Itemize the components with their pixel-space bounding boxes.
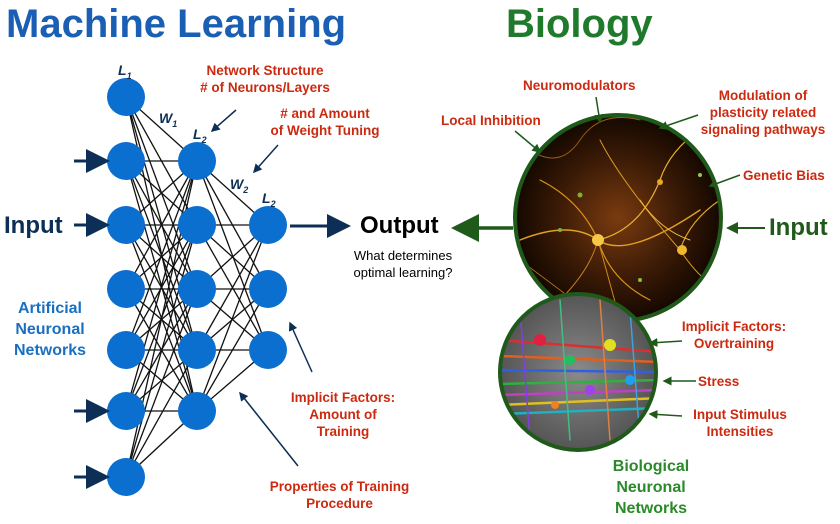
network-nodes — [107, 78, 287, 496]
pointer-implicit-factors — [288, 321, 313, 373]
network-edge — [196, 288, 269, 412]
neuron-node-layer-1 — [107, 331, 145, 369]
pointer-network-structure — [210, 109, 237, 132]
network-edge — [125, 160, 198, 351]
pointer-neuromodulators — [594, 96, 604, 124]
layer-label-3: L2 — [262, 190, 276, 209]
network-edge — [125, 160, 198, 412]
output-label: Output — [360, 212, 439, 239]
weight-label-1: W1 — [159, 110, 178, 129]
network-edge — [196, 160, 269, 351]
ml-input-label: Input — [4, 212, 63, 239]
neuron-node-layer-1 — [107, 458, 145, 496]
overtraining-note: Implicit Factors:Overtraining — [681, 319, 787, 351]
pointer-weight-tuning — [253, 144, 279, 174]
neuron-node-layer-1 — [107, 78, 145, 116]
neuron-node-layer-2 — [178, 331, 216, 369]
weight-label-2: W2 — [230, 176, 249, 195]
neuron-image-bottom — [498, 292, 658, 452]
biology-title: Biology — [506, 2, 653, 46]
layer-label-2: L2 — [193, 126, 207, 145]
neuron-node-layer-3 — [249, 270, 287, 308]
network-edge — [125, 288, 198, 478]
network-edge — [125, 160, 198, 290]
pointer-stimulus — [648, 409, 683, 419]
local-inhibition-note: Local Inhibition — [441, 113, 541, 128]
genetic-bias-note: Genetic Bias — [743, 168, 825, 183]
stress-note: Stress — [698, 374, 740, 389]
network-edge — [125, 224, 198, 478]
neuron-node-layer-2 — [178, 270, 216, 308]
network-edge — [125, 349, 198, 478]
neuron-node-layer-1 — [107, 270, 145, 308]
neuron-image-top — [513, 113, 723, 323]
neuron-node-layer-1 — [107, 206, 145, 244]
neuron-node-layer-2 — [178, 392, 216, 430]
network-edge — [196, 224, 269, 412]
network-structure-note: Network Structure# of Neurons/Layers — [200, 63, 330, 95]
neuron-node-layer-3 — [249, 206, 287, 244]
neuron-node-layer-3 — [249, 331, 287, 369]
pointer-genetic-bias — [708, 174, 741, 188]
bio-input-label: Input — [769, 214, 828, 241]
pointer-local-inhibition — [514, 130, 542, 153]
neuromodulators-note: Neuromodulators — [523, 78, 636, 93]
neuron-node-layer-1 — [107, 142, 145, 180]
ml-title: Machine Learning — [6, 2, 347, 46]
pointer-plasticity — [658, 114, 699, 130]
network-edge — [196, 224, 269, 351]
network-edge — [125, 96, 198, 351]
neuron-node-layer-2 — [178, 206, 216, 244]
neuron-node-layer-1 — [107, 392, 145, 430]
pointer-overtraining — [648, 338, 683, 348]
neuron-node-layer-2 — [178, 142, 216, 180]
layer-label-1: L1 — [118, 62, 132, 81]
pointer-training-procedure — [239, 391, 299, 467]
